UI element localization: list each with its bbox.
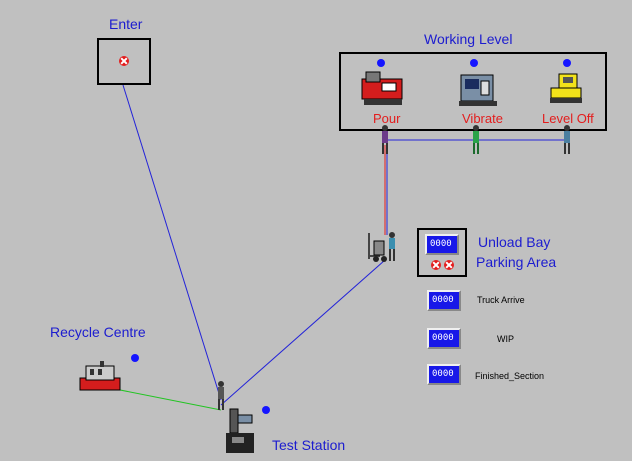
unload-bay-box[interactable]: 0000 <box>417 228 467 277</box>
truck-arrive-label: Truck Arrive <box>477 295 525 305</box>
wip-label: WIP <box>497 334 514 344</box>
level-off-status-dot <box>563 59 571 67</box>
test-machine-icon[interactable] <box>222 407 262 457</box>
worker-icon <box>218 381 224 410</box>
blocked-icon <box>444 260 454 270</box>
route-test-to-forklift <box>220 259 386 406</box>
working-level-box[interactable] <box>339 52 607 131</box>
test-station-status-dot <box>262 406 270 414</box>
test-station-label: Test Station <box>272 437 346 453</box>
enter-box[interactable] <box>97 38 151 85</box>
vibrate-status-dot <box>470 59 478 67</box>
recycle-centre-label: Recycle Centre <box>50 324 146 340</box>
parking-area-label: Parking Area <box>476 254 557 270</box>
worker-icon <box>564 125 570 154</box>
blocked-icon <box>119 56 129 66</box>
wip-counter: 0000 <box>427 328 461 349</box>
unload-bay-label: Unload Bay <box>478 234 551 250</box>
vibrate-label: Vibrate <box>462 111 503 126</box>
route-recycle-to-test <box>109 387 222 411</box>
working-level-label: Working Level <box>424 31 513 47</box>
blocked-icon <box>431 260 441 270</box>
enter-label: Enter <box>109 16 143 32</box>
finished-section-counter: 0000 <box>427 364 461 385</box>
unload-bay-counter: 0000 <box>425 234 459 255</box>
pour-label: Pour <box>373 111 401 126</box>
vibrator-machine-icon[interactable] <box>455 69 501 109</box>
worker-icon <box>382 125 388 154</box>
route-enter-to-test <box>122 84 222 401</box>
finished-section-label: Finished_Section <box>475 371 545 381</box>
worker-icon <box>473 125 479 154</box>
recycle-machine-icon[interactable] <box>76 360 126 396</box>
leveling-machine-icon[interactable] <box>547 70 587 106</box>
lathe-machine-icon[interactable] <box>360 69 406 109</box>
pour-status-dot <box>377 59 385 67</box>
forklift-icon <box>368 232 395 262</box>
level-off-label: Level Off <box>542 111 594 126</box>
recycle-status-dot <box>131 354 139 362</box>
truck-arrive-counter: 0000 <box>427 290 461 311</box>
